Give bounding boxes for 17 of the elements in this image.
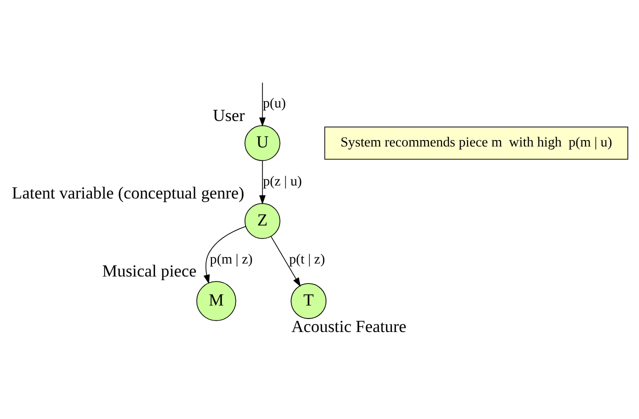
node-label: User bbox=[212, 106, 245, 125]
arrow bbox=[270, 236, 301, 287]
node-circle: U bbox=[244, 125, 280, 161]
node-circle: T bbox=[290, 283, 326, 319]
edge-label: p(m | z) bbox=[210, 251, 253, 266]
edge-label: p(z | u) bbox=[263, 173, 302, 188]
node-circle: M bbox=[196, 281, 236, 321]
arrow bbox=[259, 160, 266, 204]
node-label: Latent variable (conceptual genre) bbox=[12, 184, 244, 203]
edge-label: p(t | z) bbox=[289, 251, 325, 266]
node-label: Acoustic Feature bbox=[291, 317, 406, 336]
node-label: Musical piece bbox=[102, 262, 197, 281]
node-box: System recommends piece m with high p(m | u) bbox=[324, 126, 628, 160]
node-circle: Z bbox=[244, 203, 280, 239]
edge-label: p(u) bbox=[262, 96, 286, 111]
arrow bbox=[204, 226, 246, 284]
arrow bbox=[259, 82, 266, 127]
